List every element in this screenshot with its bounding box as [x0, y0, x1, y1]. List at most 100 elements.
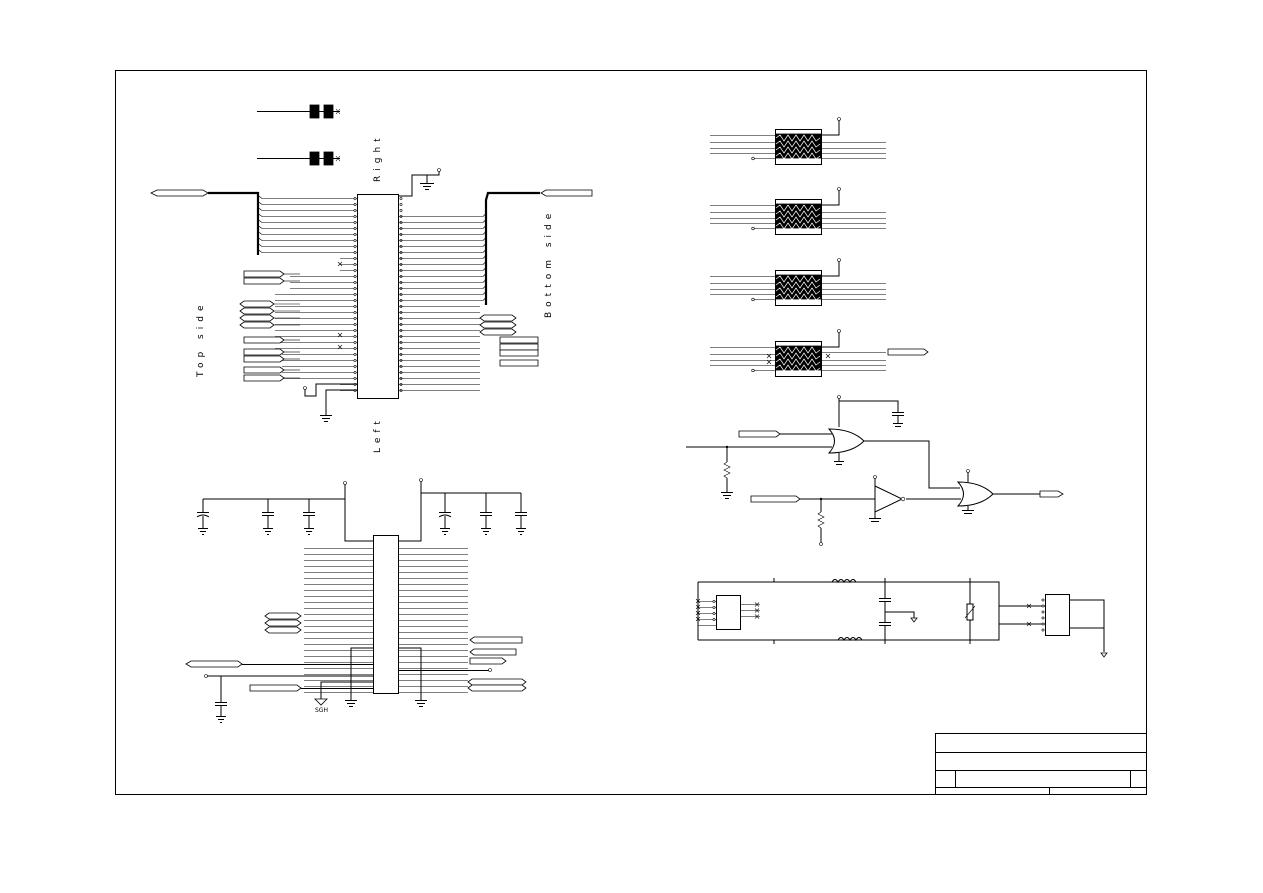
pin-dot: [353, 359, 357, 362]
offpage-flag: [239, 314, 275, 322]
cap-plate-curved: [196, 514, 210, 518]
resistor-zigzag: [775, 346, 821, 354]
pin-dot: [353, 203, 357, 206]
pin-dot: [353, 323, 357, 326]
resistor-zigzag: [775, 352, 821, 360]
pin-dot: [353, 281, 357, 284]
pin-dot: [353, 227, 357, 230]
pin-dot: [751, 297, 755, 302]
offpage-flag: [467, 684, 527, 692]
pin-dot: [1041, 598, 1045, 602]
offpage-flag: [264, 619, 302, 627]
pin-dot: [837, 258, 841, 262]
pin-dot: [353, 353, 357, 356]
pin-dot: [353, 209, 357, 212]
resistor-zigzag: [775, 216, 821, 224]
supply-wire: [822, 261, 840, 277]
offpage-flag: [243, 355, 285, 363]
offpage-flag: [467, 678, 527, 686]
offpage-flag: [264, 626, 302, 634]
pin-dot: [1041, 622, 1045, 626]
offpage-flag: [243, 366, 285, 374]
resistor-zigzag: [775, 293, 821, 301]
pin-dot: [353, 335, 357, 338]
offpage-flag: [499, 349, 539, 357]
pin-dot: [353, 245, 357, 248]
resistor-network-fill: [775, 203, 822, 229]
pin-dot: [353, 257, 357, 260]
pin-dot: [1041, 616, 1045, 620]
resistor-network-fill: [775, 133, 822, 159]
power-filter: [695, 578, 1108, 658]
no-connect-mark: [766, 353, 831, 365]
offpage-flag: [499, 359, 539, 367]
pin-dot: [353, 347, 357, 350]
offpage-flag: [239, 321, 275, 329]
pin-dot: [353, 251, 357, 254]
pin-dot: [353, 263, 357, 266]
pin-dot: [353, 329, 357, 332]
pin-dot: [353, 377, 357, 380]
pin-dot: [353, 197, 357, 200]
pin-dot: [399, 209, 403, 212]
resistor-network-fill: [775, 274, 822, 300]
offpage-flag: [479, 314, 517, 322]
label-right: Right: [373, 133, 383, 182]
pin-dot: [399, 203, 403, 206]
pin-dot: [353, 311, 357, 314]
resistor-zigzag: [775, 204, 821, 212]
resistor-zigzag: [775, 364, 821, 372]
resistor-zigzag: [775, 222, 821, 230]
logic-section: [686, 395, 1064, 546]
pin-dot: [751, 226, 755, 231]
label-left: Left: [373, 416, 383, 453]
no-connect-mark: [754, 608, 760, 613]
resistor-zigzag: [775, 287, 821, 295]
resistor-zigzag: [775, 210, 821, 218]
pin-dot: [353, 239, 357, 242]
offpage-flag: [887, 348, 929, 356]
resistor-zigzag: [775, 358, 821, 366]
ground-tag: SGH: [315, 707, 328, 714]
pin-dot: [353, 233, 357, 236]
pin-dot: [353, 221, 357, 224]
resistor-networks: [710, 117, 929, 377]
pin-dot: [837, 187, 841, 191]
no-connect-mark: [695, 598, 701, 604]
offpage-flag: [469, 648, 517, 656]
resistor-zigzag: [775, 146, 821, 154]
cap-plate-curved: [438, 514, 452, 518]
no-connect-mark: [695, 604, 701, 610]
resistor-network-fill: [775, 345, 822, 371]
offpage-flag: [243, 277, 285, 285]
pin-dot: [837, 117, 841, 121]
pin-dot: [712, 600, 716, 603]
offpage-flag: [264, 612, 302, 620]
pin-dot: [712, 606, 716, 609]
title-block: [935, 733, 1147, 795]
supply-wire: [822, 332, 840, 348]
offpage-flag: [239, 307, 275, 315]
offpage-flag: [239, 300, 275, 308]
pin-dot: [1041, 628, 1045, 632]
offpage-flag: [479, 328, 517, 336]
label-top-side: Top side: [196, 301, 206, 379]
pin-dot: [353, 371, 357, 374]
pin-dot: [353, 293, 357, 296]
pin-dot: [751, 156, 755, 161]
pin-dot: [399, 197, 403, 200]
pin-dot: [1041, 604, 1045, 608]
pin-dot: [1041, 610, 1045, 614]
pin-dot: [353, 269, 357, 272]
resistor-array-top: [257, 104, 341, 166]
pin-dot: [712, 618, 716, 621]
offpage-flag: [243, 348, 285, 356]
offpage-flag: [499, 336, 539, 344]
offpage-flag: [479, 321, 517, 329]
main-connector: [150, 168, 593, 422]
pin-dot: [353, 341, 357, 344]
pin-dot: [353, 299, 357, 302]
pin-dot: [751, 368, 755, 373]
offpage-flag: [243, 270, 285, 278]
